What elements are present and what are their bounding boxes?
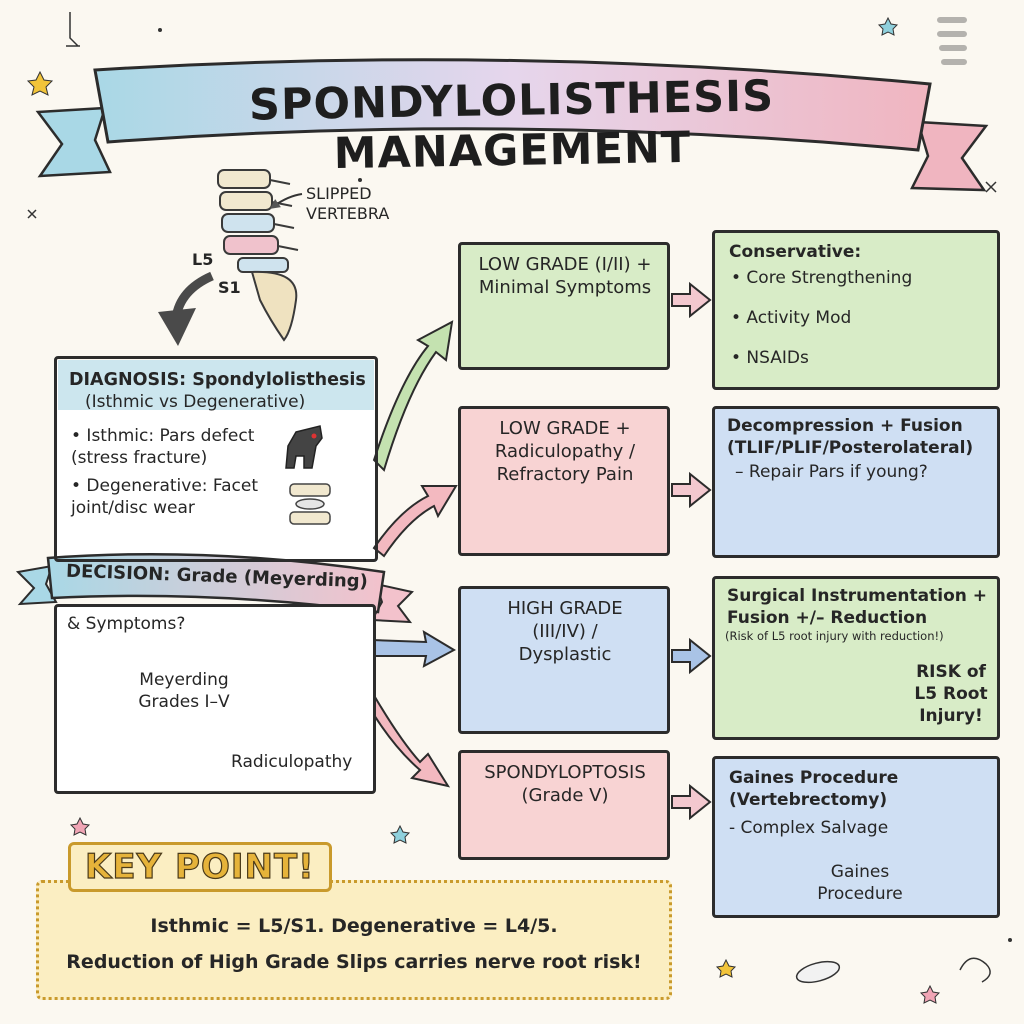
condition-text: LOW GRADE (I/II) + Minimal Symptoms bbox=[478, 254, 652, 298]
spine-illustration bbox=[217, 169, 299, 342]
gaines-illustration-label: Gaines Procedure bbox=[817, 862, 903, 904]
condition-high-grade: HIGH GRADE (III/IV) / Dysplastic bbox=[458, 586, 670, 734]
facet-joint-icon bbox=[289, 483, 331, 525]
warning-text: RISK of L5 Root Injury! bbox=[914, 662, 988, 726]
treatment-conservative: Conservative: • Core Strengthening • Act… bbox=[712, 230, 1000, 390]
decision-symptoms: & Symptoms? bbox=[67, 614, 186, 634]
condition-low-grade-radiculopathy: LOW GRADE + Radiculopathy / Refractory P… bbox=[458, 406, 670, 556]
condition-text: HIGH GRADE (III/IV) / Dysplastic bbox=[507, 598, 623, 665]
diagnosis-heading: DIAGNOSIS: Spondylolisthesis bbox=[69, 370, 366, 390]
condition-spondyloptosis: SPONDYLOPTOSIS (Grade V) bbox=[458, 750, 670, 860]
treatment-title: Conservative: bbox=[729, 242, 862, 262]
treatment-arrows bbox=[671, 281, 712, 821]
pointer-arrow-slipped bbox=[269, 193, 303, 209]
treatment-title: Gaines Procedure (Vertebrectomy) bbox=[729, 768, 899, 810]
diagnosis-header-band bbox=[58, 360, 374, 410]
treatment-title: Decompression + Fusion (TLIF/PLIF/Poster… bbox=[727, 416, 974, 458]
treatment-decompression-fusion: Decompression + Fusion (TLIF/PLIF/Poster… bbox=[712, 406, 1000, 558]
treatment-note: - Complex Salvage bbox=[729, 818, 889, 838]
condition-text: SPONDYLOPTOSIS (Grade V) bbox=[484, 762, 646, 806]
decorative-stars bbox=[26, 12, 1012, 1004]
key-point-box: Isthmic = L5/S1. Degenerative = L4/5. Re… bbox=[36, 880, 672, 1000]
page-title: SPONDYLOLISTHESIS MANAGEMENT bbox=[248, 71, 775, 180]
treatment-title: Surgical Instrumentation + Fusion +/– Re… bbox=[727, 586, 988, 628]
meyerding-grades-label: Meyerding Grades I–V bbox=[138, 670, 230, 712]
condition-text: LOW GRADE + Radiculopathy / Refractory P… bbox=[494, 418, 636, 485]
branch-arrows bbox=[364, 320, 458, 788]
slipped-vertebra-label: SLIPPED VERTEBRA bbox=[306, 184, 390, 223]
key-point-line-1: Isthmic = L5/S1. Degenerative = L4/5. bbox=[150, 915, 558, 937]
decision-box: & Symptoms? Meyerding Grades I–V Radicul… bbox=[54, 604, 376, 794]
diagnosis-box: DIAGNOSIS: Spondylolisthesis (Isthmic vs… bbox=[54, 356, 378, 562]
treatment-item: • NSAIDs bbox=[731, 348, 809, 368]
treatment-note: (Risk of L5 root injury with reduction!) bbox=[725, 629, 944, 643]
condition-low-grade-minimal: LOW GRADE (I/II) + Minimal Symptoms bbox=[458, 242, 670, 370]
key-point-title: KEY POINT! bbox=[68, 842, 332, 892]
treatment-instrumentation: Surgical Instrumentation + Fusion +/– Re… bbox=[712, 576, 1000, 740]
diagnosis-subheading: (Isthmic vs Degenerative) bbox=[85, 392, 306, 412]
treatment-note: – Repair Pars if young? bbox=[735, 462, 928, 482]
diagnosis-degenerative: • Degenerative: Facet joint/disc wear bbox=[71, 476, 259, 518]
diagnosis-isthmic: • Isthmic: Pars defect (stress fracture) bbox=[71, 426, 255, 468]
s1-label: S1 bbox=[218, 278, 241, 297]
treatment-gaines: Gaines Procedure (Vertebrectomy) - Compl… bbox=[712, 756, 1000, 918]
scottie-dog-icon bbox=[285, 425, 323, 469]
radiculopathy-label: Radiculopathy bbox=[231, 752, 353, 772]
treatment-item: • Activity Mod bbox=[731, 308, 852, 328]
treatment-item: • Core Strengthening bbox=[731, 268, 913, 288]
title-ribbon bbox=[35, 58, 989, 192]
decision-ribbon bbox=[15, 552, 414, 624]
l5-label: L5 bbox=[192, 250, 214, 269]
down-arrow-head-icon bbox=[158, 308, 196, 346]
key-point-line-2: Reduction of High Grade Slips carries ne… bbox=[66, 951, 642, 973]
